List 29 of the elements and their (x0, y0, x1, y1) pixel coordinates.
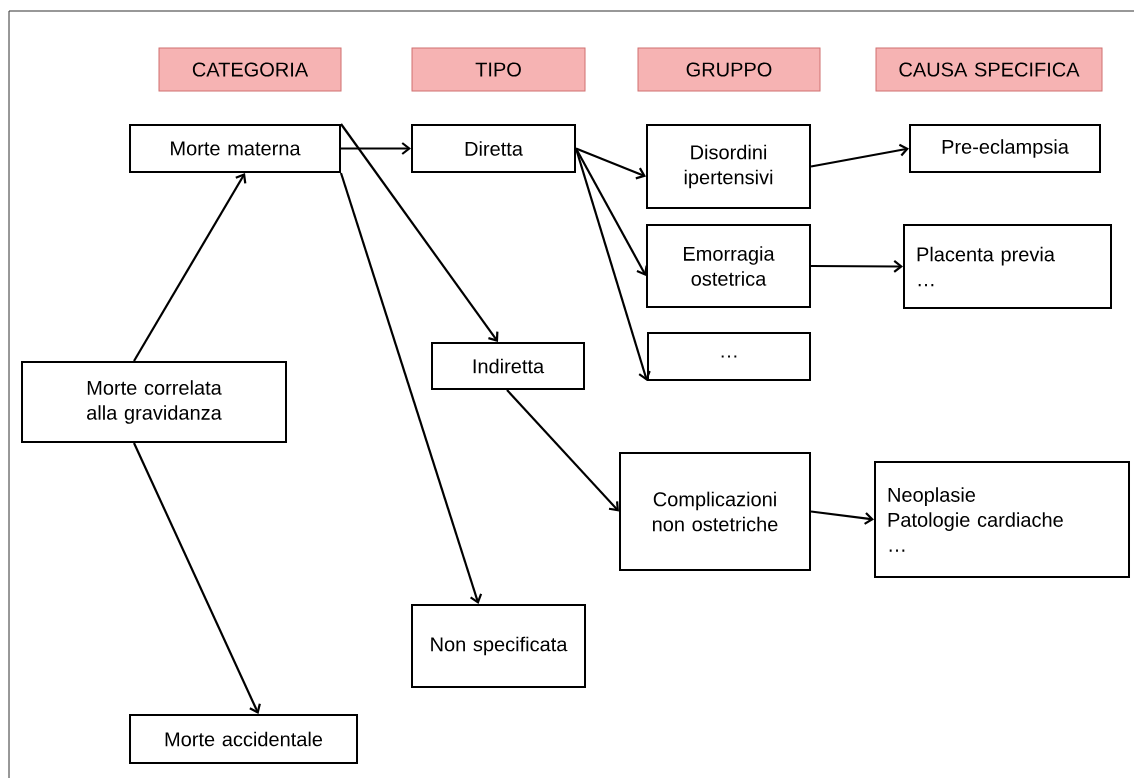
arrow (506, 389, 619, 512)
process-box: … (647, 332, 811, 381)
arrow (810, 510, 874, 525)
arrow (339, 172, 483, 604)
process-box: Morte correlata alla gravidanza (21, 361, 287, 443)
column-header: GRUPPO (637, 47, 821, 92)
process-box: Diretta (411, 124, 576, 173)
arrow (574, 148, 651, 381)
process-box: Disordini ipertensivi (646, 124, 811, 209)
process-box: Morte materna (129, 124, 341, 173)
arrow (811, 260, 903, 273)
process-box: Pre-eclampsia (909, 124, 1101, 173)
arrow (810, 143, 909, 168)
process-box: Non specificata (411, 604, 586, 688)
arrow (575, 147, 646, 180)
process-box: Neoplasie Patologie cardiache … (874, 461, 1130, 578)
column-header: CAUSA SPECIFICA (875, 47, 1103, 92)
process-box: Morte accidentale (129, 714, 358, 764)
arrow (133, 442, 261, 714)
column-header: TIPO (411, 47, 586, 92)
column-header: CATEGORIA (158, 47, 342, 92)
process-box: Placenta previa … (903, 224, 1112, 309)
process-box: Complicazioni non ostetriche (619, 452, 811, 571)
arrow (133, 173, 247, 362)
arrow (341, 142, 411, 155)
process-box: Indiretta (431, 342, 585, 390)
arrow (340, 123, 499, 342)
arrow (575, 147, 648, 276)
process-box: Emorragia ostetrica (646, 224, 811, 308)
